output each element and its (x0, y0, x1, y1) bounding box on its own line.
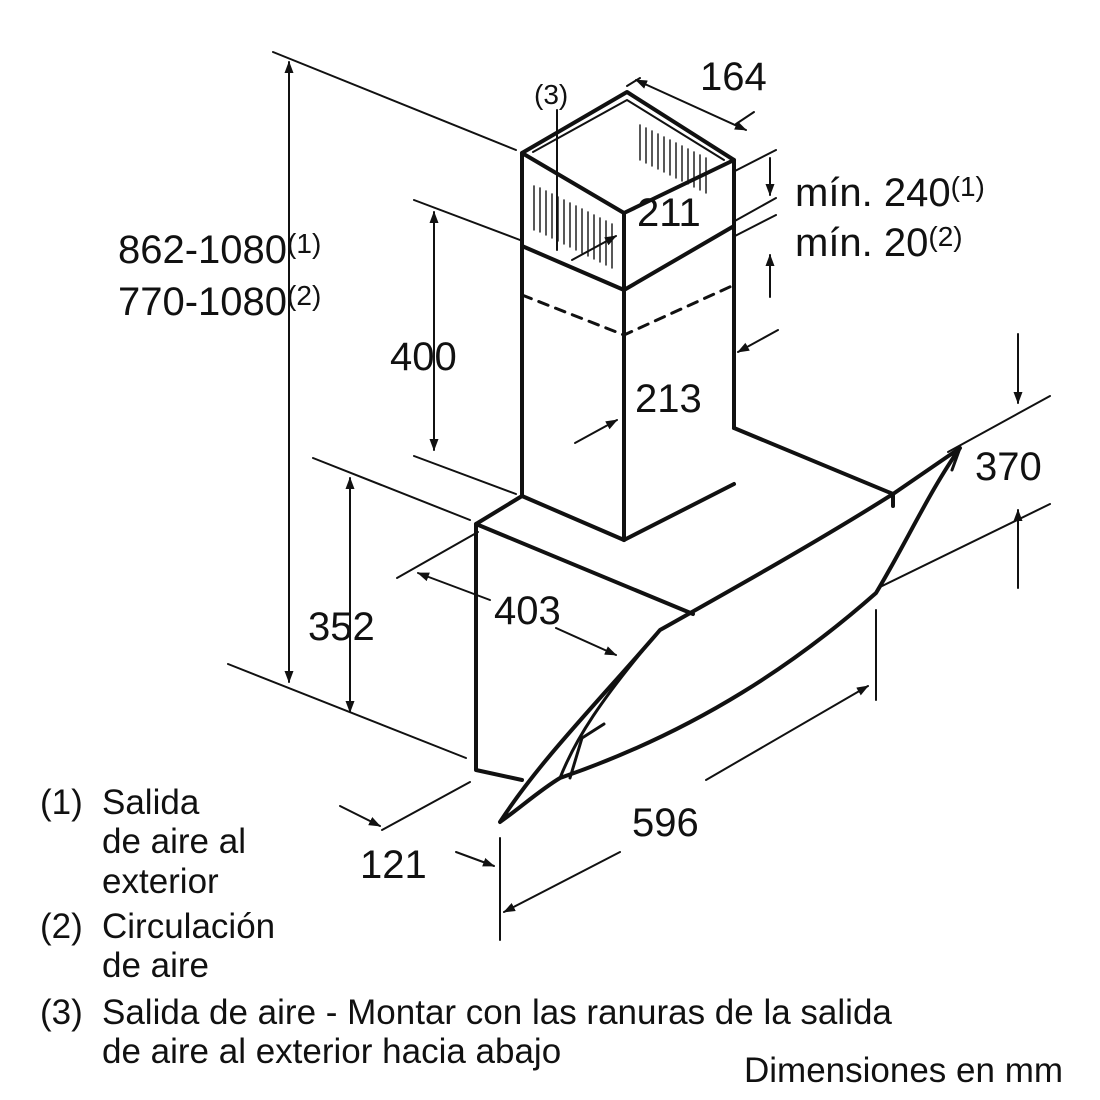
depth-403-line-right (555, 627, 617, 656)
dim-596: 596 (632, 801, 699, 845)
depth-121-arrow-left (339, 805, 381, 827)
legend-item-1-number: (1) (40, 783, 83, 822)
height-recirc-label: 770-1080(2) (118, 280, 321, 324)
lower-chimney (520, 224, 736, 542)
min-exhaust-label: mín. 240(1) (795, 171, 985, 215)
min-recirc-label: mín. 20(2) (795, 221, 963, 265)
dim-164: 164 (700, 55, 767, 99)
height-exhaust-label: 862-1080(1) (118, 228, 321, 272)
legend-item-2-number: (2) (40, 907, 83, 946)
lower-chimney-213-arrow (737, 329, 779, 353)
legend: (1) Salida de aire al exterior (2) Circu… (40, 783, 892, 1071)
dim-121: 121 (360, 843, 427, 887)
legend-item-3-line-2: de aire al exterior hacia abajo (102, 1032, 561, 1071)
upper-chimney (520, 90, 736, 292)
dim-400: 400 (390, 335, 457, 379)
legend-item-2-line-2: de aire (102, 946, 209, 985)
depth-213-arrow (574, 419, 618, 444)
dim-370: 370 (975, 445, 1042, 489)
note-3-label: (3) (534, 79, 568, 110)
dim-403: 403 (494, 589, 561, 633)
depth-211-arrow (571, 235, 617, 261)
legend-item-2-line-1: Circulación (102, 907, 275, 946)
dim-213: 213 (635, 377, 702, 421)
depth-121-arrow-right (455, 851, 495, 867)
hood-body (474, 426, 962, 824)
legend-item-1-line-1: Salida (102, 783, 200, 822)
width-164-line (635, 79, 747, 131)
legend-item-1-line-2: de aire al (102, 822, 246, 861)
width-596-line-right (705, 685, 869, 781)
width-596-line (503, 851, 621, 913)
units-note: Dimensiones en mm (744, 1051, 1063, 1090)
legend-item-3-number: (3) (40, 993, 83, 1032)
depth-403-line (417, 572, 491, 601)
dim-352: 352 (308, 605, 375, 649)
legend-item-1-line-3: exterior (102, 862, 219, 901)
dim-211: 211 (637, 191, 701, 235)
legend-item-3-line-1: Salida de aire - Montar con las ranuras … (102, 993, 892, 1032)
